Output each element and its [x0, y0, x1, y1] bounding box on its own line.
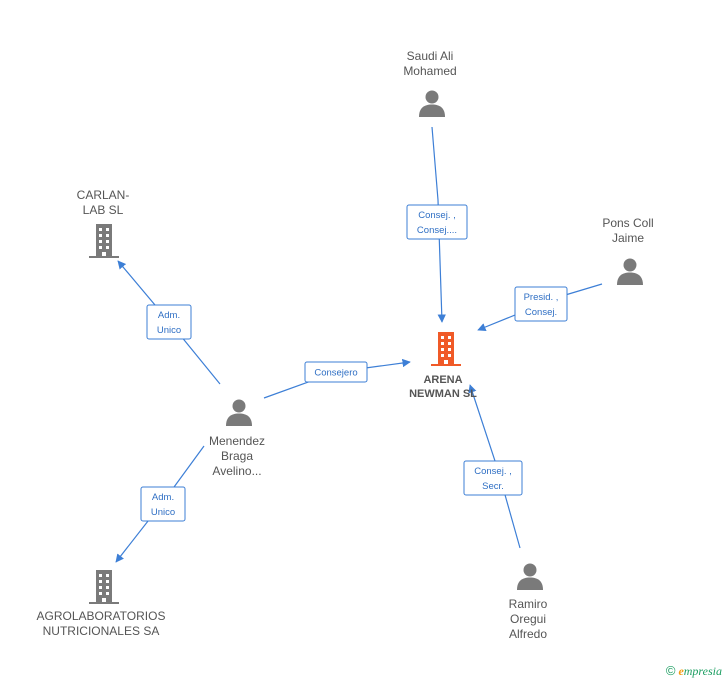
node-label[interactable]: Pons Coll: [602, 216, 653, 230]
edge-menendez-arena[interactable]: Consejero: [263, 358, 411, 399]
edge-menendez-agro[interactable]: Adm. Unico: [115, 445, 205, 563]
relation-label: Adm.: [158, 310, 180, 321]
person-icon[interactable]: [517, 563, 543, 591]
node-label[interactable]: Alfredo: [509, 627, 547, 641]
relation-label-box[interactable]: [140, 486, 186, 522]
edge-menendez-carlan[interactable]: Adm. Unico: [117, 260, 221, 385]
node-label[interactable]: ARENA: [423, 374, 462, 386]
relation-label-box[interactable]: [146, 304, 192, 340]
node-label[interactable]: NUTRICIONALES SA: [43, 624, 160, 638]
building-icon[interactable]: [89, 224, 119, 258]
node-label[interactable]: Jaime: [612, 231, 644, 245]
node-label[interactable]: AGROLABORATORIOS: [37, 609, 166, 623]
node-label[interactable]: Mohamed: [403, 64, 456, 78]
relation-label-box[interactable]: [406, 204, 468, 240]
node-carlan[interactable]: CARLAN-LAB SL: [77, 188, 130, 258]
relation-label: Unico: [151, 507, 175, 518]
brand-logo-text: mpresia: [683, 664, 722, 678]
relation-label: Presid. ,: [524, 292, 559, 303]
node-label[interactable]: Avelino...: [212, 464, 261, 478]
edge-saudi-arena[interactable]: Consej. , Consej....: [406, 126, 468, 323]
person-icon[interactable]: [617, 258, 643, 286]
node-label[interactable]: Saudi Ali: [407, 49, 454, 63]
node-arena[interactable]: ARENA NEWMAN SL: [409, 332, 477, 400]
person-icon[interactable]: [226, 399, 252, 427]
brand-logo-initial: e: [678, 664, 684, 678]
relation-label: Consej. ,: [474, 466, 512, 477]
edge-ramiro-arena[interactable]: Consej. , Secr.: [463, 384, 523, 549]
node-label[interactable]: LAB SL: [83, 203, 124, 217]
node-label[interactable]: Oregui: [510, 612, 546, 626]
relation-label: Secr.: [482, 481, 504, 492]
person-icon[interactable]: [419, 90, 445, 118]
relation-label: Unico: [157, 325, 181, 336]
node-label[interactable]: Menendez: [209, 434, 265, 448]
relation-label: Consej.: [525, 307, 557, 318]
relation-label-box[interactable]: [463, 460, 523, 496]
empresia-brand[interactable]: ©empresia: [666, 663, 722, 679]
building-icon[interactable]: [89, 570, 119, 604]
node-menendez[interactable]: MenendezBragaAvelino...: [209, 399, 265, 479]
copyright-symbol: ©: [665, 663, 676, 678]
edge-line: [431, 126, 446, 323]
node-label[interactable]: CARLAN-: [77, 188, 130, 202]
node-label[interactable]: Ramiro: [509, 597, 548, 611]
edge-pons-arena[interactable]: Presid. , Consej.: [477, 283, 603, 332]
relation-label: Consej. ,: [418, 210, 456, 221]
node-label[interactable]: NEWMAN SL: [409, 388, 477, 400]
relation-label-box[interactable]: [304, 361, 368, 383]
relation-label: Adm.: [152, 492, 174, 503]
relation-label: Consejero: [314, 368, 357, 379]
relation-label: Consej....: [417, 225, 457, 236]
node-label[interactable]: Braga: [221, 449, 253, 463]
building-icon[interactable]: [431, 332, 461, 366]
relation-label-box[interactable]: [514, 286, 568, 322]
